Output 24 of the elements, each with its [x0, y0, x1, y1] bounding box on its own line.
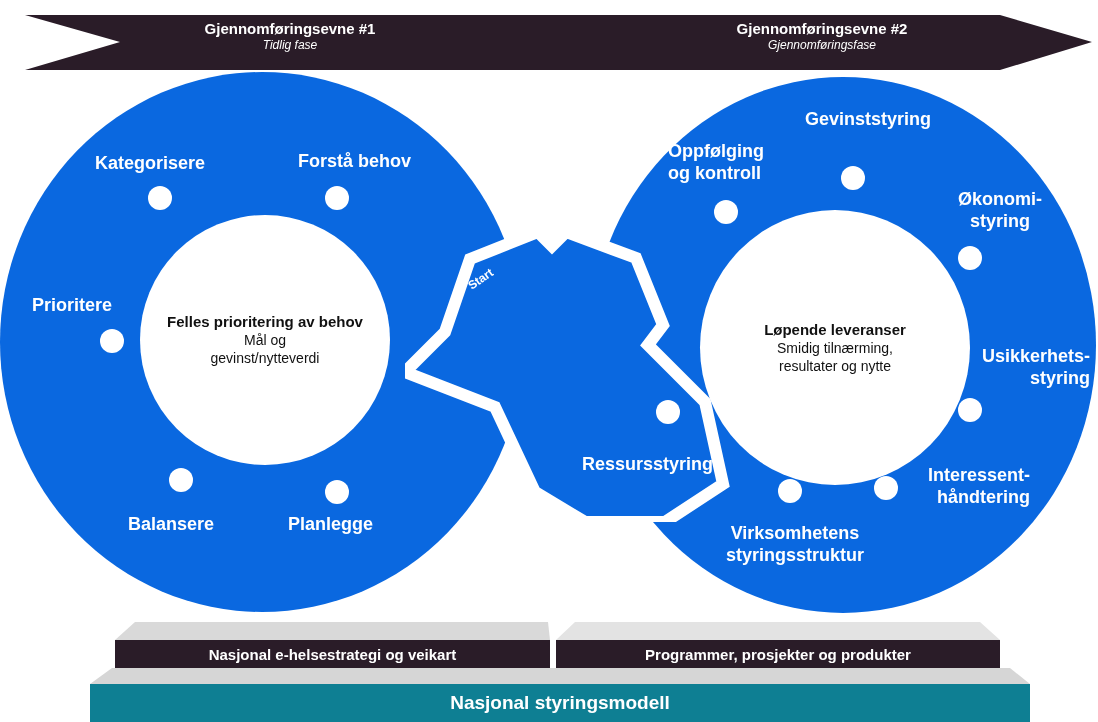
step-label: Ressursstyring [582, 453, 715, 475]
step-label: Gevinststyring [805, 108, 933, 130]
step-label: Planlegge [288, 513, 375, 535]
banner-subtitle: Tidlig fase [261, 38, 319, 52]
step-label: Prioritere [32, 294, 114, 316]
step-label: Kategorisere [95, 152, 207, 174]
platform-bar: Nasjonal e-helsestrategi og veikart [115, 640, 550, 668]
center-heading: Felles prioritering av behov [166, 313, 364, 331]
step-label: Forstå behov [298, 150, 413, 172]
step-label: Oppfølging og kontroll [668, 140, 765, 184]
base-bar: Nasjonal styringsmodell [90, 684, 1030, 722]
center-text: Smidig tilnærming, resultater og nytte [776, 338, 894, 375]
banner-title: Gjennomføringsevne #1 [203, 20, 377, 37]
step-label: Interessent- håndtering [926, 464, 1030, 508]
step-label: Økonomi- styring [957, 188, 1043, 232]
platform-bar: Programmer, prosjekter og produkter [556, 640, 1000, 668]
center-heading: Løpende leveranser [763, 320, 907, 339]
step-label: Virksomhetens styringsstruktur [724, 522, 865, 566]
step-label: Usikkerhets- styring [980, 345, 1090, 389]
banner-title: Gjennomføringsevne #2 [735, 20, 909, 37]
step-label: Balansere [128, 513, 216, 535]
center-text: Mål og gevinst/nytteverdi [209, 331, 321, 367]
start-label: Start [465, 265, 496, 293]
banner-subtitle: Gjennomføringsfase [766, 38, 877, 52]
